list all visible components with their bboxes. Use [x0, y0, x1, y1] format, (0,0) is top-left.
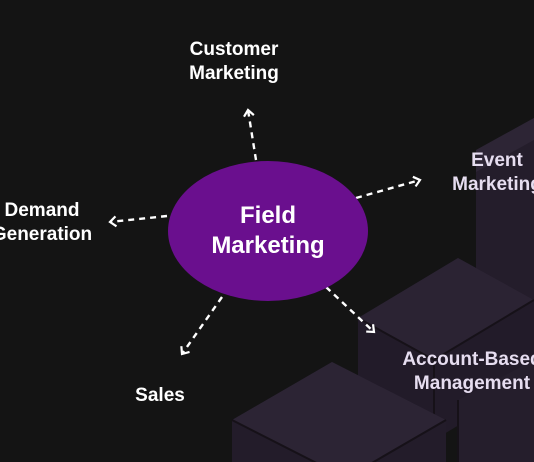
arrow-to-account-based-management: [325, 286, 376, 334]
node-label-line2: Management: [413, 373, 531, 394]
node-sales: Sales: [120, 384, 200, 408]
node-label-line2: Marketing: [452, 174, 534, 195]
node-label-line1: Account-Based: [402, 349, 534, 370]
node-label-line2: Generation: [0, 224, 93, 245]
arrow-to-demand-generation: [108, 214, 168, 228]
node-demand-generation: Demand Generation: [0, 199, 106, 247]
arrow-to-customer-marketing: [243, 108, 258, 161]
hub-label-line2: Marketing: [211, 232, 325, 259]
node-event-marketing: Event Marketing: [436, 149, 534, 197]
hub-label-line1: Field: [239, 202, 296, 229]
node-label-line1: Demand: [4, 200, 80, 221]
node-label-line1: Sales: [135, 385, 185, 406]
field-marketing-hub: Field Marketing: [168, 161, 368, 301]
arrow-to-event-marketing: [355, 175, 422, 200]
node-label-line1: Event: [471, 150, 523, 171]
node-label-line2: Marketing: [189, 63, 279, 84]
node-label-line1: Customer: [189, 39, 279, 60]
node-account-based-management: Account-Based Management: [384, 348, 534, 396]
node-customer-marketing: Customer Marketing: [172, 38, 296, 86]
arrow-to-sales: [180, 296, 223, 356]
